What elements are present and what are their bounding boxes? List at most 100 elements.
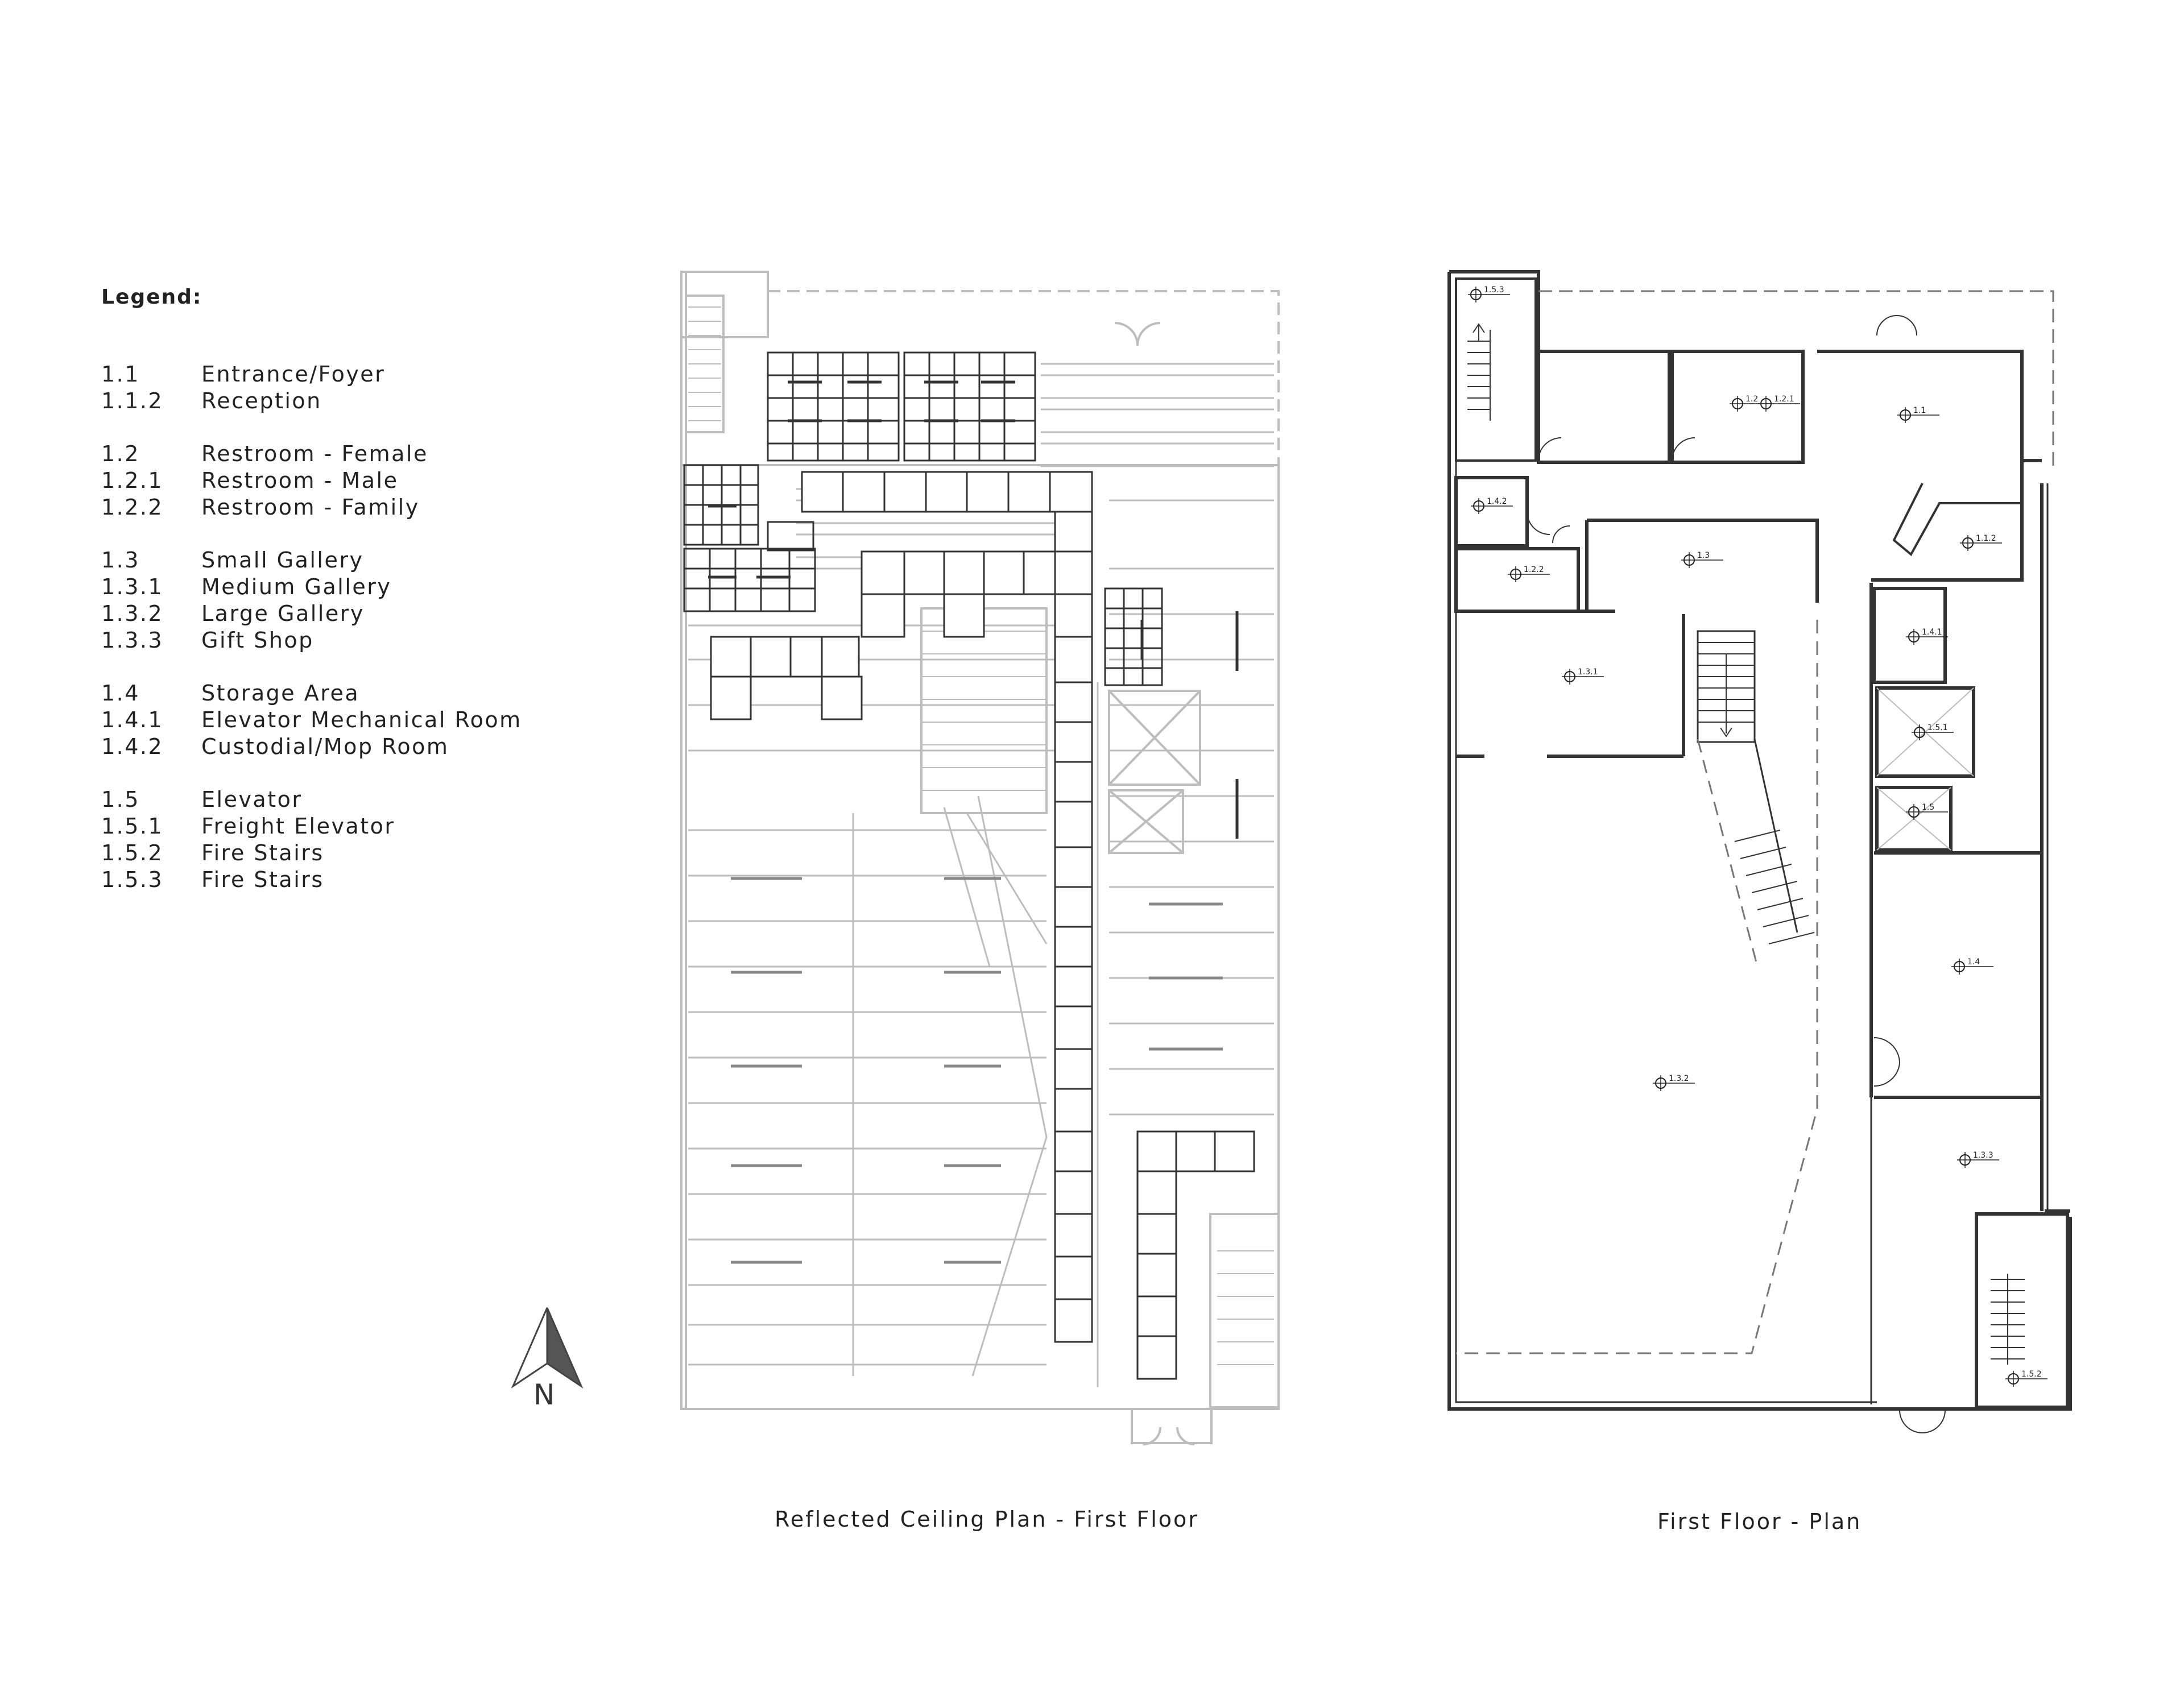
legend-label: Storage Area xyxy=(201,681,360,706)
first-floor-plan xyxy=(1447,270,2072,1433)
legend-code: 1.2 xyxy=(101,441,140,466)
ceiling-linear-fixtures xyxy=(731,877,1223,1264)
legend-label: Reception xyxy=(201,388,322,413)
legend-item: 1.2.1 Restroom - Male xyxy=(101,467,613,494)
room-tag-label: 1.5.1 xyxy=(1927,723,1948,732)
ceiling-light-grids xyxy=(683,351,1239,839)
room-tag-label: 1.2.2 xyxy=(1524,565,1544,574)
legend-item: 1.3.3 Gift Shop xyxy=(101,627,613,654)
legend-code: 1.3.2 xyxy=(101,601,164,626)
legend-label: Gift Shop xyxy=(201,628,314,653)
room-tag-label: 1.5.3 xyxy=(1484,285,1504,295)
legend-item: 1.5 Elevator xyxy=(101,786,613,813)
legend-label: Fire Stairs xyxy=(201,867,324,892)
legend-item: 1.3 Small Gallery xyxy=(101,547,613,574)
legend-group: 1.1 Entrance/Foyer 1.1.2 Reception xyxy=(101,361,613,415)
room-tag: 1.4.1 xyxy=(1906,628,1948,645)
legend-code: 1.5.1 xyxy=(101,814,164,839)
legend-code: 1.4.1 xyxy=(101,707,164,732)
legend-label: Medium Gallery xyxy=(201,574,392,599)
legend-label: Small Gallery xyxy=(201,548,364,573)
room-tag-label: 1.5 xyxy=(1922,803,1934,812)
legend-item: 1.5.1 Freight Elevator xyxy=(101,813,613,840)
room-tag: 1.5.3 xyxy=(1468,285,1510,302)
room-tag-label: 1.1 xyxy=(1913,406,1926,415)
room-tag: 1.1 xyxy=(1897,406,1939,423)
room-tag-label: 1.3.1 xyxy=(1578,668,1598,677)
ceiling-soffit-panels xyxy=(710,471,1255,1380)
legend-label: Entrance/Foyer xyxy=(201,362,386,387)
room-tag: 1.4 xyxy=(1951,958,1993,975)
room-tag-label: 1.1.2 xyxy=(1976,534,1996,543)
legend-label: Large Gallery xyxy=(201,601,365,626)
legend-code: 1.2.1 xyxy=(101,468,164,493)
room-tag: 1.5.1 xyxy=(1912,723,1954,740)
reflected-ceiling-plan xyxy=(680,271,1280,1445)
legend-code: 1.4.2 xyxy=(101,734,164,759)
room-tag: 1.5 xyxy=(1906,803,1948,820)
room-tag-label: 1.2.1 xyxy=(1774,395,1794,404)
room-tag: 1.5.2 xyxy=(2005,1370,2048,1387)
room-tag: 1.1.2 xyxy=(1960,534,2002,551)
legend-code: 1.5.2 xyxy=(101,840,164,865)
legend-item: 1.2 Restroom - Female xyxy=(101,441,613,467)
legend-label: Restroom - Male xyxy=(201,468,399,493)
legend-item: 1.3.1 Medium Gallery xyxy=(101,574,613,600)
room-tag: 1.2.2 xyxy=(1508,565,1550,582)
legend-label: Elevator Mechanical Room xyxy=(201,707,522,732)
legend-item: 1.2.2 Restroom - Family xyxy=(101,494,613,521)
legend-code: 1.3.1 xyxy=(101,574,164,599)
legend-item: 1.5.2 Fire Stairs xyxy=(101,840,613,867)
legend-label: Restroom - Female xyxy=(201,441,428,466)
room-tag: 1.2.1 xyxy=(1758,395,1800,412)
room-tags: 1.5.3 1.2.1 1.2 1.1 1.4.2 1.1.2 1.3 1.2.2 1.4.1 1… xyxy=(1468,285,2048,1387)
legend-code: 1.3.3 xyxy=(101,628,164,653)
floor-plan-caption: First Floor - Plan xyxy=(1657,1509,1862,1534)
legend-item: 1.5.3 Fire Stairs xyxy=(101,867,613,893)
legend-label: Custodial/Mop Room xyxy=(201,734,449,759)
legend-label: Elevator xyxy=(201,787,303,812)
room-tag-label: 1.3.2 xyxy=(1669,1074,1689,1083)
room-tag: 1.4.2 xyxy=(1471,497,1513,514)
legend-code: 1.5 xyxy=(101,787,140,812)
legend-label: Restroom - Family xyxy=(201,495,420,520)
room-tag-label: 1.5.2 xyxy=(2021,1370,2042,1379)
room-tag-label: 1.4.2 xyxy=(1487,497,1507,506)
room-tag: 1.3.1 xyxy=(1562,668,1604,685)
legend-label: Freight Elevator xyxy=(201,814,395,839)
room-tag-label: 1.2 xyxy=(1745,395,1758,404)
legend-item: 1.4.1 Elevator Mechanical Room xyxy=(101,707,613,733)
legend-label: Fire Stairs xyxy=(201,840,324,865)
legend-item: 1.4.2 Custodial/Mop Room xyxy=(101,733,613,760)
legend-code: 1.1.2 xyxy=(101,388,164,413)
legend-code: 1.2.2 xyxy=(101,495,164,520)
legend-item: 1.1 Entrance/Foyer xyxy=(101,361,613,388)
room-tag-label: 1.3 xyxy=(1697,551,1710,560)
legend-group: 1.2 Restroom - Female 1.2.1 Restroom - Male… xyxy=(101,441,613,521)
legend-code: 1.3 xyxy=(101,548,140,573)
room-tag-label: 1.3.3 xyxy=(1973,1151,1993,1160)
north-label: N xyxy=(533,1378,555,1411)
room-tag: 1.3.2 xyxy=(1653,1074,1695,1091)
ceiling-plan-caption: Reflected Ceiling Plan - First Floor xyxy=(775,1507,1199,1532)
room-tag: 1.3 xyxy=(1681,551,1723,568)
legend-item: 1.4 Storage Area xyxy=(101,680,613,707)
room-tag: 1.3.3 xyxy=(1957,1151,1999,1168)
legend-item: 1.1.2 Reception xyxy=(101,388,613,415)
legend-code: 1.1 xyxy=(101,362,140,387)
room-tag-label: 1.4 xyxy=(1967,958,1980,967)
room-tag: 1.2 xyxy=(1730,395,1772,412)
legend-item: 1.3.2 Large Gallery xyxy=(101,600,613,627)
legend-code: 1.4 xyxy=(101,681,140,706)
legend-code: 1.5.3 xyxy=(101,867,164,892)
legend-title: Legend: xyxy=(101,285,202,309)
north-arrow-icon xyxy=(511,1307,584,1389)
room-tag-label: 1.4.1 xyxy=(1922,628,1942,637)
legend-group: 1.4 Storage Area 1.4.1 Elevator Mechanical … xyxy=(101,680,613,760)
